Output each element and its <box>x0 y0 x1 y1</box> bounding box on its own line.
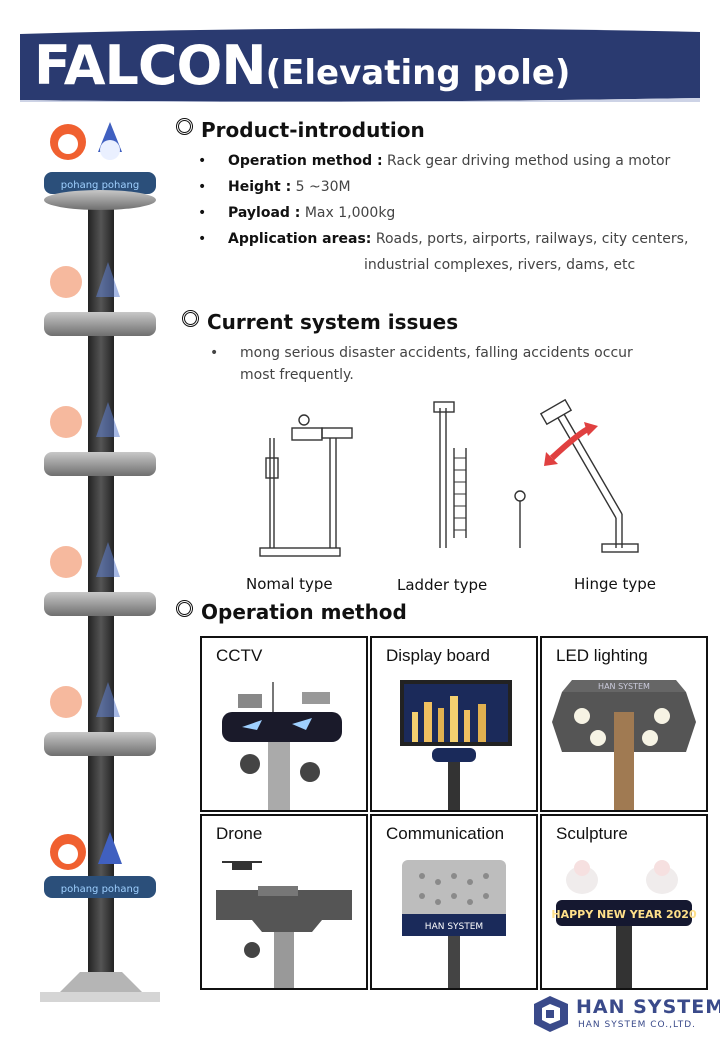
section-heading-intro: Product-introdution <box>176 118 425 142</box>
svg-text:HAN SYSTEM: HAN SYSTEM <box>598 682 650 691</box>
type-label-hinge: Hinge type <box>574 575 656 593</box>
intro-list: •Operation method : Rack gear driving me… <box>198 148 688 278</box>
pole-bottom-sign <box>44 876 156 898</box>
cell-led-lighting: LED lighting HAN SYSTEM <box>540 636 708 812</box>
pole-types-illustration: Nomal type Ladder type Hinge type <box>240 398 680 598</box>
led-lighting-icon: HAN SYSTEM <box>552 680 696 810</box>
mascot-right-bottom <box>98 832 122 864</box>
section-heading-operation: Operation method <box>176 600 407 624</box>
list-item: •Operation method : Rack gear driving me… <box>198 153 671 169</box>
cctv-icon <box>222 682 342 810</box>
ladder-type-drawing <box>433 401 526 548</box>
cell-drone: Drone <box>200 814 368 990</box>
page-title: FALCON(Elevating pole) <box>34 34 571 97</box>
ring-bullet-icon <box>176 600 193 617</box>
cell-display-board: Display board <box>370 636 538 812</box>
drone-icon <box>216 861 352 988</box>
svg-text:HAN SYSTEM: HAN SYSTEM <box>425 922 483 932</box>
list-item: •Height : 5 ~30M <box>198 179 351 195</box>
title-banner: FALCON(Elevating pole) <box>20 28 700 102</box>
list-item: •Application areas: Roads, ports, airpor… <box>198 231 689 247</box>
sculpture-icon: HAPPY NEW YEAR 2020 <box>551 860 697 988</box>
sculpture-sign-text: HAPPY NEW YEAR 2020 <box>551 908 697 921</box>
logo-sub: HAN SYSTEM CO.,LTD. <box>578 1020 697 1030</box>
section-heading-issues: Current system issues <box>182 310 458 334</box>
cell-communication: Communication HAN SYSTEM <box>370 814 538 990</box>
logo-icon <box>534 996 568 1032</box>
pole-top-sign <box>44 172 156 194</box>
banner-shape <box>20 28 700 102</box>
company-logo: HAN SYSTEM HAN SYSTEM CO.,LTD. <box>532 996 720 1036</box>
cell-sculpture: Sculpture HAPPY NEW YEAR 2020 <box>540 814 708 990</box>
hinge-type-drawing <box>539 398 639 553</box>
list-item: •Payload : Max 1,000kg <box>198 205 396 221</box>
pole-top-sign-text: pohang pohang <box>61 180 139 191</box>
issue-text: •mong serious disaster accidents, fallin… <box>210 345 633 383</box>
ring-bullet-icon <box>182 310 199 327</box>
pole-bottom-sign-text: pohang pohang <box>61 884 139 895</box>
type-label-normal: Nomal type <box>246 575 333 593</box>
list-item-continuation: industrial complexes, rivers, dams, etc <box>364 257 636 273</box>
normal-type-drawing <box>259 414 353 557</box>
cell-cctv: CCTV <box>200 636 368 812</box>
pole-illustration: pohang pohang pohang pohang <box>30 112 170 1012</box>
communication-icon: HAN SYSTEM <box>402 860 506 988</box>
type-label-ladder: Ladder type <box>397 576 488 594</box>
ring-bullet-icon <box>176 118 193 135</box>
logo-name: HAN SYSTEM <box>576 996 720 1018</box>
display-board-icon <box>400 680 512 810</box>
